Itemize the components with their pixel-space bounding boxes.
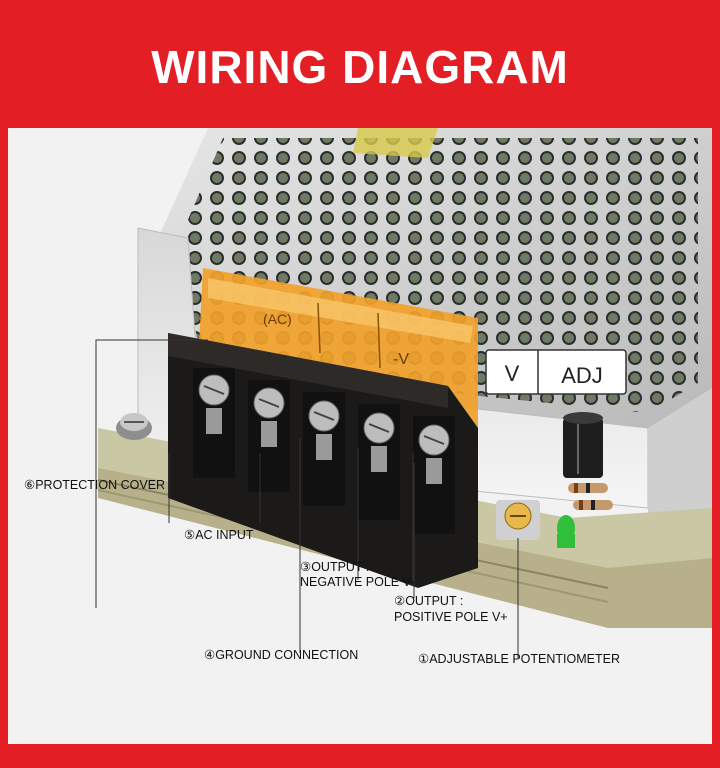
terminal-block xyxy=(168,333,478,588)
callout-lines xyxy=(95,339,519,658)
cover-text-minus-v: -V xyxy=(393,351,409,368)
terminal-screws xyxy=(193,368,455,534)
callout-output-positive-desc: POSITIVE POLE V+ xyxy=(394,610,508,624)
callout-protection-cover: ⑥PROTECTION COVER xyxy=(24,478,166,492)
ground-screw xyxy=(116,413,152,440)
page-title: WIRING DIAGRAM xyxy=(151,41,569,93)
power-supply-illustration: V ADJ (AC) -V xyxy=(8,128,712,744)
callout-ac-input: ⑤AC INPUT xyxy=(184,528,254,542)
cover-text-ac: (AC) xyxy=(263,311,292,327)
power-supply-photo: V ADJ (AC) -V xyxy=(8,128,712,744)
callout-ground-connection: ④GROUND CONNECTION xyxy=(204,648,359,662)
panel-label-adj: ADJ xyxy=(561,363,603,388)
capacitor xyxy=(563,412,603,478)
callout-adjustable-potentiometer: ①ADJUSTABLE POTENTIOMETER xyxy=(418,652,620,666)
callout-output-negative-desc: NEGATIVE POLE V- xyxy=(300,575,415,589)
footer-band xyxy=(0,744,720,768)
callout-line-protection-cover xyxy=(95,339,208,608)
callout-output-positive-title: ②OUTPUT : xyxy=(394,594,464,608)
resistors xyxy=(568,483,613,510)
led-indicator xyxy=(557,515,575,548)
header-banner: WIRING DIAGRAM xyxy=(0,0,720,128)
panel-label-v: V xyxy=(505,361,520,386)
callout-output-negative-title: ③OUTPUT : xyxy=(300,560,370,574)
potentiometer xyxy=(496,500,540,540)
